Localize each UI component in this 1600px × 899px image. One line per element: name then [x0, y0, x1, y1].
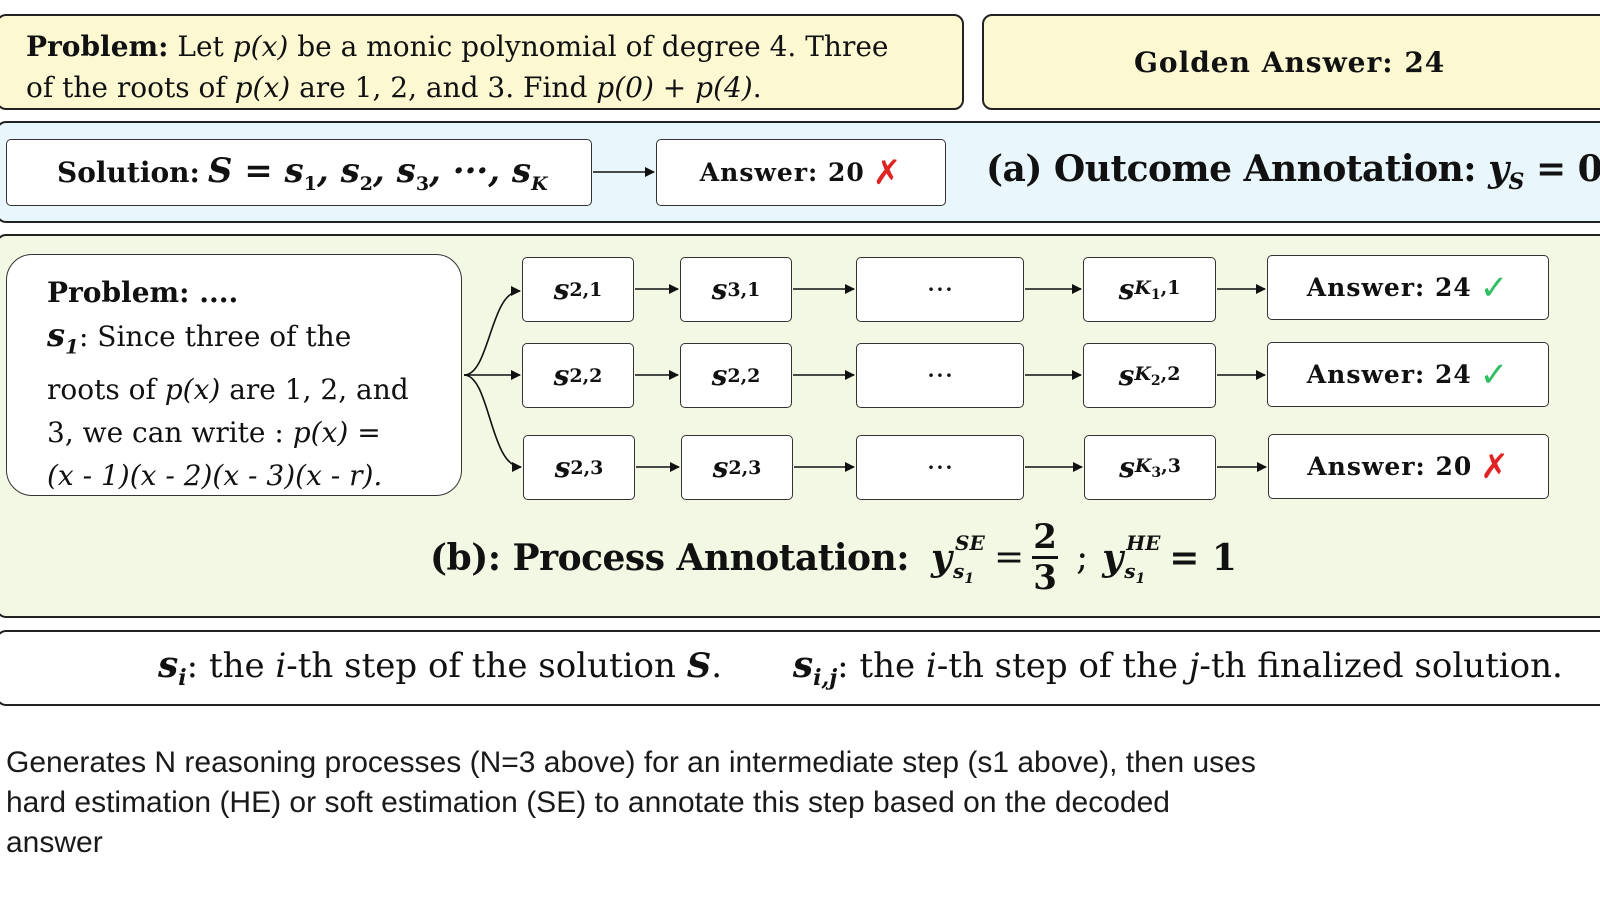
process-line-2: roots of p(x) are 1, 2, and: [47, 373, 409, 407]
fraction-denominator: 3: [1033, 558, 1057, 598]
process-s1-text: : Since three of the: [78, 320, 352, 353]
process-s1-line: s1: Since three of the: [47, 314, 461, 368]
solution-expr-start: S = s: [207, 150, 304, 191]
legend-content: si: the i-th step of the solution S. si,…: [158, 644, 1563, 691]
process-s1-symbol: s1: [47, 316, 79, 359]
problem-text-a: Let: [177, 30, 224, 63]
problem-text-b: be a monic polynomial of degree 4. Three: [297, 30, 889, 63]
eq-sign: =: [993, 537, 1025, 578]
cross-icon: ✗: [872, 152, 903, 193]
outcome-title-eq: = 0: [1523, 148, 1600, 190]
problem-px: p(x): [232, 30, 289, 63]
outcome-title: (a) Outcome Annotation: yS = 0: [986, 148, 1600, 195]
answer-text-r3: Answer: 20: [1307, 452, 1473, 481]
problem-target: p(0) + p(4): [596, 71, 753, 104]
process-line-3: 3, we can write : p(x) =: [47, 416, 381, 450]
answer-box-r3: Answer: 20 ✗: [1268, 434, 1549, 499]
problem-label: Problem:: [26, 30, 169, 63]
caption-line-3: answer: [6, 826, 103, 859]
problem-line2-px: p(x): [234, 71, 291, 104]
solution-label: Solution:: [57, 156, 200, 189]
check-icon: ✓: [1479, 267, 1510, 308]
ellipsis-node-r2: ···: [856, 343, 1024, 408]
legend-sij: si,j: the i-th step of the j-th finalize…: [792, 644, 1563, 692]
answer-box-r2: Answer: 24 ✓: [1267, 342, 1549, 407]
he-value: = 1: [1169, 536, 1237, 579]
fraction-two-thirds: 2 3: [1032, 517, 1059, 598]
answer-box-r1: Answer: 24 ✓: [1267, 255, 1549, 320]
fraction-bar: [1032, 556, 1059, 559]
formula-separator: ;: [1076, 537, 1089, 578]
fraction-numerator: 2: [1033, 517, 1057, 557]
solution-box: Solution: S = s1, s2, s3, ···, sK: [6, 139, 592, 206]
process-problem-box: Problem: .... s1: Since three of the roo…: [6, 254, 462, 496]
solution-expression: S = s1, s2, s3, ···, sK: [207, 150, 548, 195]
legend-panel: [0, 630, 1600, 706]
answer-text-r2: Answer: 24: [1306, 360, 1472, 389]
problem-panel: Problem: Let p(x) be a monic polynomial …: [0, 14, 964, 110]
outcome-answer-text: Answer: 20: [699, 158, 865, 187]
caption-line-2: hard estimation (HE) or soft estimation …: [6, 786, 1170, 819]
process-problem-label: Problem: ....: [47, 276, 239, 309]
problem-period: .: [752, 71, 762, 104]
caption-line-1: Generates N reasoning processes (N=3 abo…: [6, 746, 1256, 779]
outcome-title-text: (a) Outcome Annotation:: [986, 148, 1477, 190]
legend-si: si: the i-th step of the solution S.: [158, 644, 733, 692]
process-annotation-label: (b): Process Annotation:: [430, 536, 910, 579]
problem-line2-a: of the roots of: [26, 71, 226, 104]
ellipsis-node-r3: ···: [856, 435, 1024, 500]
golden-answer-panel: Golden Answer: 24: [982, 14, 1600, 110]
outcome-answer-box: Answer: 20 ✗: [656, 139, 946, 206]
answer-text-r1: Answer: 24: [1306, 273, 1472, 302]
outcome-title-y: yS: [1488, 148, 1524, 196]
problem-line-2: of the roots of p(x) are 1, 2, and 3. Fi…: [26, 67, 962, 108]
problem-line2-b: are 1, 2, and 3. Find: [299, 71, 588, 104]
figure-caption: Generates N reasoning processes (N=3 abo…: [6, 743, 1426, 863]
golden-answer-text: Golden Answer: 24: [1134, 45, 1446, 79]
ellipsis-node-r1: ···: [856, 257, 1024, 322]
process-line-4: (x - 1)(x - 2)(x - 3)(x - r).: [47, 459, 383, 493]
check-icon: ✓: [1479, 354, 1510, 395]
problem-line-1: Problem: Let p(x) be a monic polynomial …: [26, 26, 962, 67]
cross-icon: ✗: [1480, 446, 1510, 487]
